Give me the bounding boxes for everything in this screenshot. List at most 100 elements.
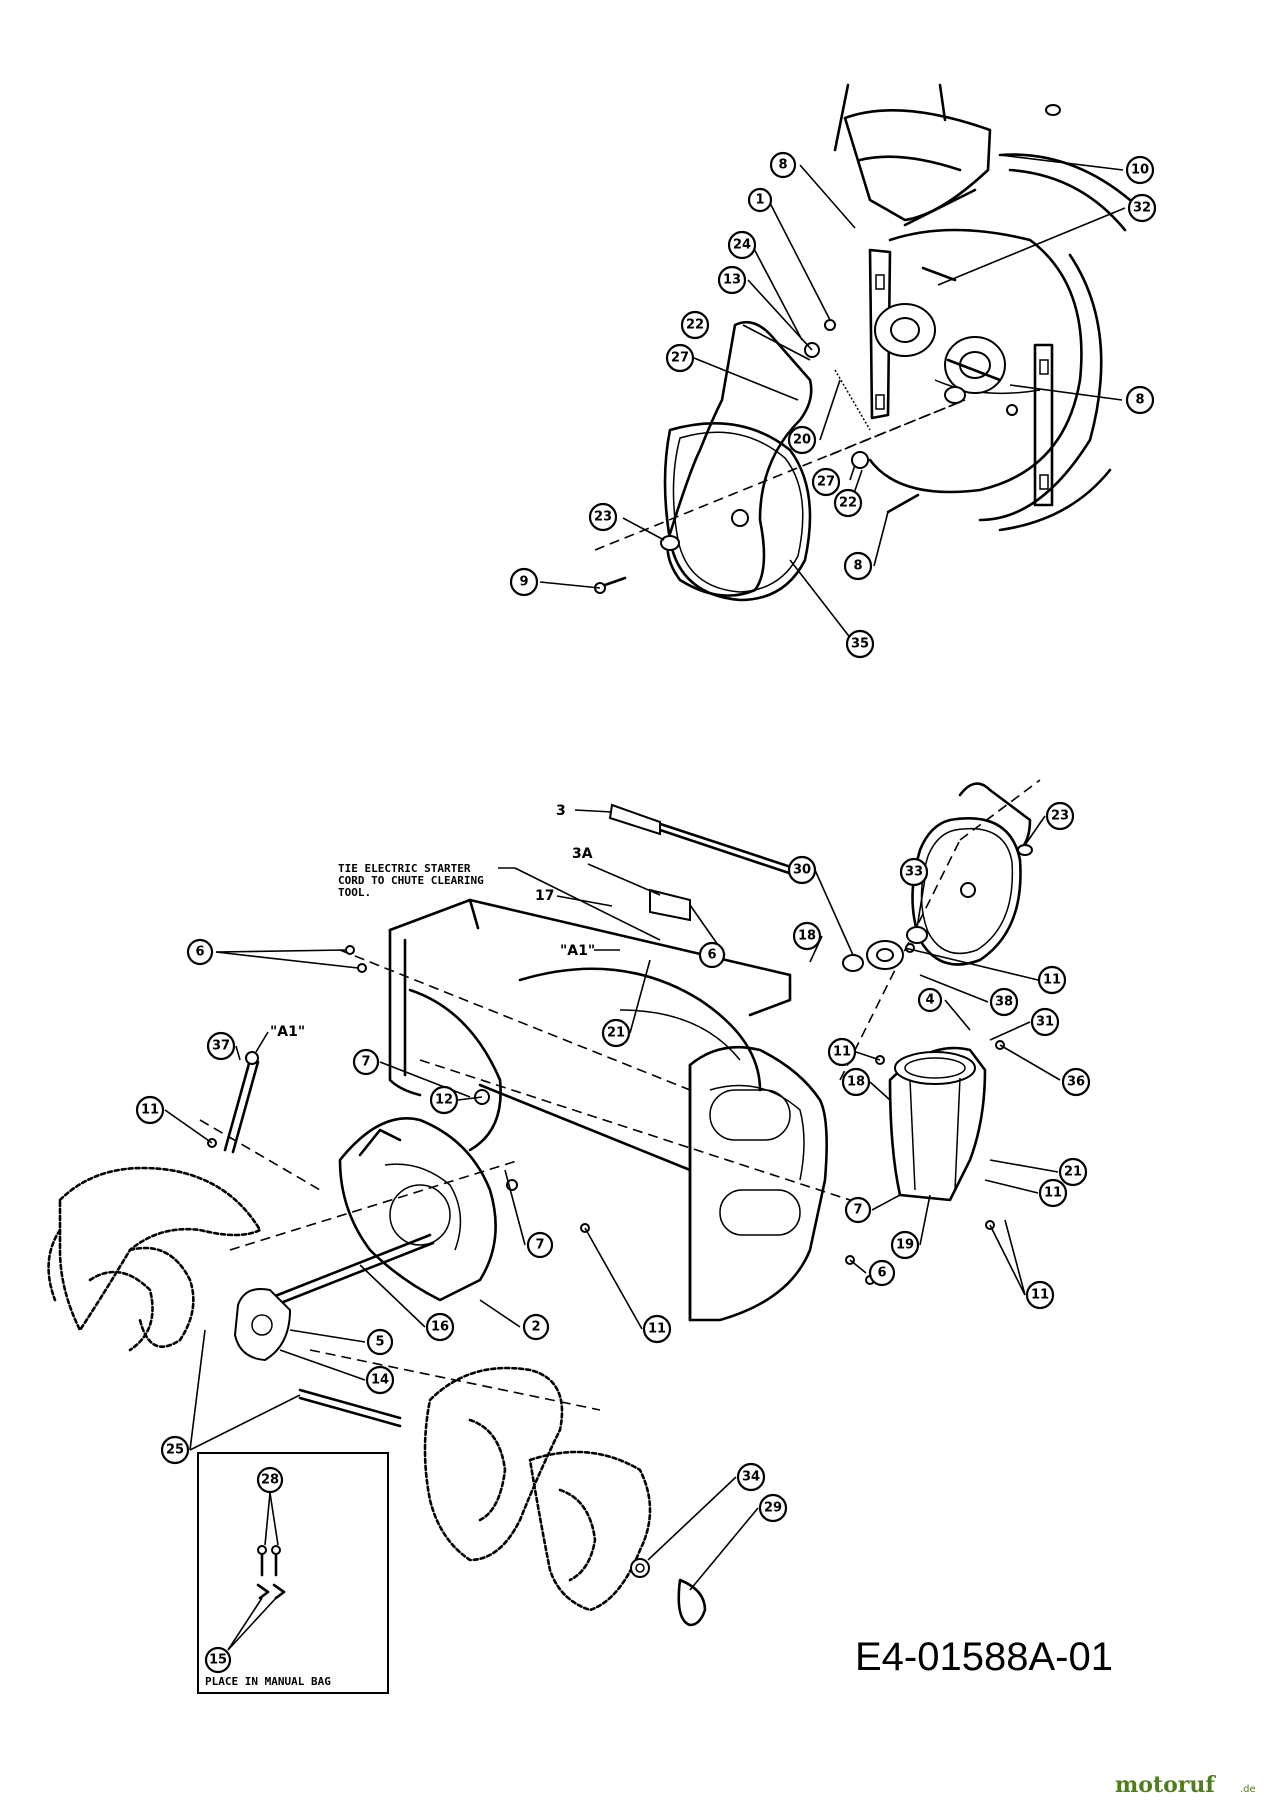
reference-code: E4-01588A-01 — [855, 1635, 1113, 1679]
svg-text:12: 12 — [435, 1093, 453, 1108]
callout-lower-1: 23 — [1045, 801, 1075, 831]
svg-text:TIE ELECTRIC STARTER: TIE ELECTRIC STARTER — [338, 862, 471, 875]
callout-lower-21: 7 — [844, 1196, 872, 1224]
callout-upper-3: 32 — [1127, 193, 1157, 223]
svg-text:21: 21 — [1064, 1165, 1082, 1180]
callout-upper-11: 22 — [833, 488, 863, 518]
callout-upper-13: 23 — [588, 502, 618, 532]
svg-text:7: 7 — [361, 1055, 370, 1070]
callout-lower-5: 6 — [698, 941, 726, 969]
svg-text:20: 20 — [793, 433, 811, 448]
svg-text:11: 11 — [1044, 1186, 1062, 1201]
callout-upper-15: 8 — [843, 551, 873, 581]
svg-text:13: 13 — [723, 273, 741, 288]
upper-callouts: 8 10 32 1 24 13 22 27 20 27 22 8 23 9 8 … — [509, 151, 1157, 659]
callout-upper-16: 35 — [845, 629, 875, 659]
callout-lower-29: 5 — [366, 1328, 394, 1356]
callout-lower-31: 25 — [160, 1435, 190, 1465]
svg-text:34: 34 — [742, 1470, 760, 1485]
callout-lower-33: 29 — [758, 1493, 788, 1523]
svg-text:6: 6 — [707, 948, 716, 963]
watermark-suffix: .de — [1240, 1784, 1256, 1795]
callout-lower-19: 21 — [1058, 1157, 1088, 1187]
callout-lower-13: 7 — [352, 1048, 380, 1076]
svg-text:31: 31 — [1036, 1015, 1054, 1030]
svg-text:TOOL.: TOOL. — [338, 886, 371, 899]
svg-text:7: 7 — [853, 1203, 862, 1218]
svg-text:21: 21 — [607, 1026, 625, 1041]
svg-text:6: 6 — [195, 945, 204, 960]
svg-text:29: 29 — [764, 1501, 782, 1516]
callout-lower-20: 11 — [1038, 1178, 1068, 1208]
lower-callouts: 3 3A 17 TIE ELECTRIC STARTER CORD TO CHU… — [135, 801, 1091, 1591]
svg-text:33: 33 — [905, 865, 923, 880]
callout-upper-7: 22 — [680, 310, 710, 340]
callout-lower-22: 7 — [526, 1231, 554, 1259]
callout-inset-28: 28 — [256, 1466, 284, 1494]
svg-text:32: 32 — [1133, 201, 1151, 216]
svg-text:18: 18 — [798, 929, 816, 944]
callout-upper-8: 27 — [665, 343, 695, 373]
svg-text:23: 23 — [594, 510, 612, 525]
callout-lower-23: 19 — [890, 1230, 920, 1260]
callout-lower-10: 31 — [1030, 1007, 1060, 1037]
svg-text:9: 9 — [519, 575, 528, 590]
svg-text:36: 36 — [1067, 1075, 1085, 1090]
svg-text:38: 38 — [995, 995, 1013, 1010]
callout-lower-15: 36 — [1061, 1067, 1091, 1097]
callout-plain-3: 3 — [556, 803, 566, 819]
callout-upper-4: 1 — [747, 187, 773, 213]
svg-text:25: 25 — [166, 1443, 184, 1458]
callout-upper-1: 8 — [769, 151, 797, 179]
svg-text:5: 5 — [375, 1335, 384, 1350]
watermark-brand: motoruf — [1115, 1772, 1216, 1798]
svg-text:CORD TO CHUTE CLEARING: CORD TO CHUTE CLEARING — [338, 874, 484, 887]
watermark: motoruf .de — [1115, 1772, 1256, 1798]
svg-text:8: 8 — [778, 158, 787, 173]
svg-text:15: 15 — [209, 1653, 227, 1668]
callout-lower-14: 11 — [827, 1037, 857, 1067]
upper-assembly — [594, 83, 1132, 602]
svg-text:14: 14 — [371, 1373, 389, 1388]
svg-text:27: 27 — [671, 351, 689, 366]
callout-lower-4: 18 — [792, 921, 822, 951]
svg-text:11: 11 — [833, 1045, 851, 1060]
manual-bag-caption: PLACE IN MANUAL BAG — [205, 1675, 331, 1688]
callout-lower-8: 38 — [989, 987, 1019, 1017]
lower-assembly — [47, 779, 1041, 1627]
callout-upper-14: 9 — [509, 567, 539, 597]
callout-lower-9: 4 — [917, 987, 943, 1013]
callout-plain-17: 17 — [535, 888, 554, 904]
svg-text:6: 6 — [877, 1266, 886, 1281]
svg-text:27: 27 — [817, 475, 835, 490]
callout-inset-15: 15 — [204, 1646, 232, 1674]
callout-lower-27: 2 — [522, 1313, 550, 1341]
callout-lower-28: 16 — [425, 1312, 455, 1342]
svg-text:22: 22 — [686, 318, 704, 333]
starter-cord-note: TIE ELECTRIC STARTER CORD TO CHUTE CLEAR… — [338, 862, 661, 941]
svg-text:30: 30 — [793, 863, 811, 878]
svg-text:24: 24 — [733, 238, 751, 253]
svg-text:7: 7 — [535, 1238, 544, 1253]
callout-lower-30: 14 — [365, 1365, 395, 1395]
callout-lower-7: 6 — [186, 938, 214, 966]
callout-lower-26: 11 — [1025, 1280, 1055, 1310]
manual-bag-inset: 28 15 PLACE IN MANUAL BAG — [197, 1452, 389, 1694]
callout-lower-2: 30 — [787, 855, 817, 885]
callout-lower-32: 34 — [736, 1462, 766, 1492]
callout-lower-11: 21 — [601, 1018, 631, 1048]
svg-text:18: 18 — [847, 1075, 865, 1090]
callout-upper-2: 10 — [1125, 155, 1155, 185]
svg-text:35: 35 — [851, 637, 869, 652]
callout-lower-16: 18 — [841, 1067, 871, 1097]
svg-text:11: 11 — [648, 1322, 666, 1337]
svg-text:2: 2 — [531, 1320, 540, 1335]
svg-text:8: 8 — [1135, 393, 1144, 408]
callout-lower-24: 6 — [868, 1259, 896, 1287]
svg-text:23: 23 — [1051, 809, 1069, 824]
svg-text:28: 28 — [261, 1473, 279, 1488]
callout-upper-5: 24 — [727, 230, 757, 260]
svg-text:11: 11 — [1043, 973, 1061, 988]
callout-upper-10: 27 — [811, 467, 841, 497]
